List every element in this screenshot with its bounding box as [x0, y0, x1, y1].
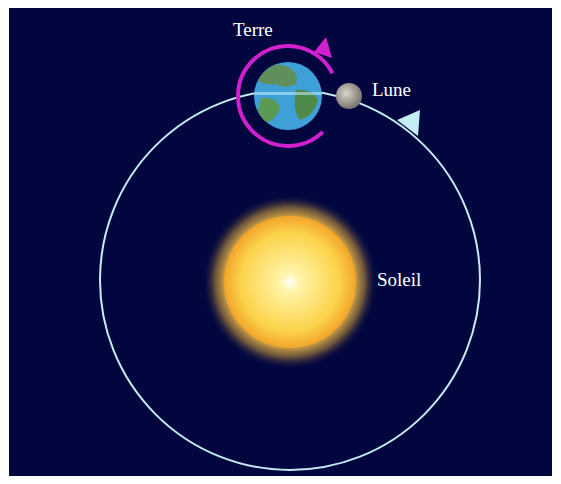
earth — [250, 58, 330, 138]
sun-glow — [202, 194, 378, 370]
moon-label: Lune — [372, 80, 411, 101]
sun-label: Soleil — [377, 270, 421, 291]
moon — [336, 83, 362, 109]
earth-label: Terre — [233, 20, 273, 41]
moon-orbit — [238, 46, 338, 146]
moon-orbit-arrow — [314, 37, 332, 58]
space-ground — [9, 8, 552, 476]
sun — [224, 216, 356, 348]
orbit-arrow — [397, 110, 420, 136]
